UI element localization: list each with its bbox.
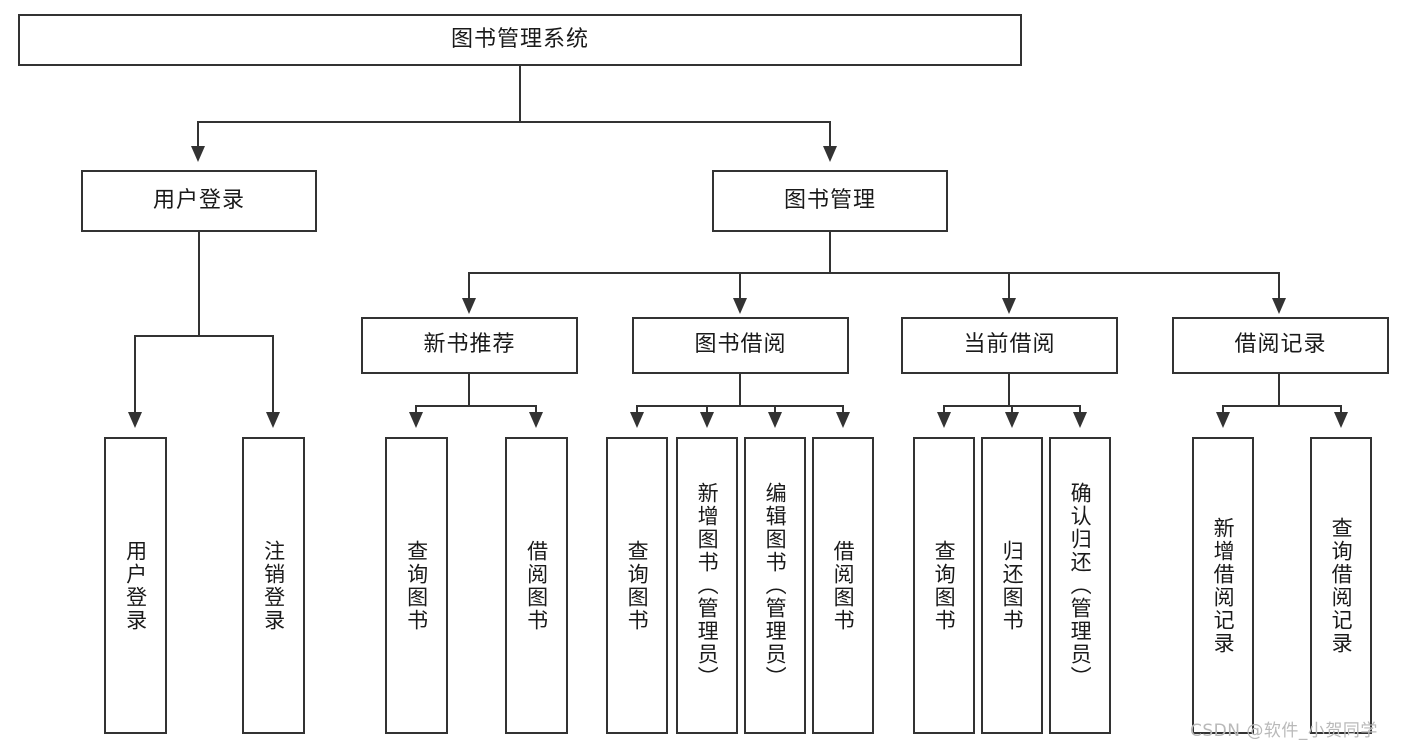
edge-cb-drop-3 [1079,405,1081,413]
arrow-to-leaf-query-book-1 [409,412,423,428]
node-book-management-system[interactable]: 图书管理系统 [18,14,1022,66]
node-label: 查询图书 [932,539,957,632]
arrow-to-user-login [191,146,205,162]
arrow-to-leaf-add-book [700,412,714,428]
edge-cb-stem [1008,374,1010,406]
arrow-to-leaf-return-book [1005,412,1019,428]
node-leaf-query-book-2[interactable]: 查询图书 [606,437,668,734]
node-label: 归还图书 [1000,539,1025,632]
node-current-borrow[interactable]: 当前借阅 [901,317,1118,374]
node-label: 借阅图书 [524,539,549,632]
node-leaf-borrow-book-1[interactable]: 借阅图书 [505,437,568,734]
edge-bb-drop-1 [636,405,638,413]
arrow-to-leaf-borrow-book-2 [836,412,850,428]
arrow-to-leaf-user-login [128,412,142,428]
node-leaf-user-login[interactable]: 用户登录 [104,437,167,734]
arrow-to-current-borrow [1002,298,1016,314]
arrow-to-leaf-query-record [1334,412,1348,428]
edge-root-stem [519,66,521,122]
edge-nbr-drop-2 [535,405,537,413]
edge-book-manage-drop-3 [1008,272,1010,299]
node-leaf-query-record[interactable]: 查询借阅记录 [1310,437,1372,734]
edge-book-manage-stem [829,232,831,273]
node-leaf-add-record[interactable]: 新增借阅记录 [1192,437,1254,734]
edge-bb-bus [636,405,844,407]
node-user-login[interactable]: 用户登录 [81,170,317,232]
edge-book-manage-drop-4 [1278,272,1280,299]
node-leaf-edit-book[interactable]: 编辑图书（管理员） [744,437,806,734]
edge-bb-stem [739,374,741,406]
edge-book-manage-bus [468,272,1278,274]
arrow-to-leaf-borrow-book-1 [529,412,543,428]
node-borrow-record[interactable]: 借阅记录 [1172,317,1389,374]
arrow-to-leaf-logout-login [266,412,280,428]
edge-nbr-drop-1 [415,405,417,413]
node-label: 当前借阅 [963,332,1056,358]
edge-cb-drop-2 [1011,405,1013,413]
arrow-to-new-book-recommend [462,298,476,314]
edge-root-drop-left [197,121,199,147]
edge-br-drop-2 [1340,405,1342,413]
edge-user-login-drop-2 [272,335,274,413]
node-leaf-query-book-3[interactable]: 查询图书 [913,437,975,734]
node-label: 新增借阅记录 [1211,516,1236,655]
node-book-manage[interactable]: 图书管理 [712,170,948,232]
node-label: 查询图书 [625,539,650,632]
node-leaf-borrow-book-2[interactable]: 借阅图书 [812,437,874,734]
arrow-to-leaf-query-book-3 [937,412,951,428]
node-new-book-recommend[interactable]: 新书推荐 [361,317,578,374]
edge-book-manage-drop-2 [739,272,741,299]
edge-nbr-bus [415,405,537,407]
edge-bb-drop-3 [774,405,776,413]
arrow-to-leaf-edit-book [768,412,782,428]
edge-br-bus [1222,405,1342,407]
edge-user-login-bus [134,335,274,337]
node-leaf-logout-login[interactable]: 注销登录 [242,437,305,734]
edge-bb-drop-4 [842,405,844,413]
node-label: 图书管理 [783,187,876,213]
node-label: 注销登录 [261,539,286,632]
node-label: 编辑图书（管理员） [763,482,788,689]
node-label: 查询借阅记录 [1329,516,1354,655]
node-label: 借阅记录 [1234,332,1327,358]
node-label: 图书借阅 [694,332,787,358]
node-label: 新书推荐 [423,332,516,358]
node-leaf-add-book[interactable]: 新增图书（管理员） [676,437,738,734]
edge-root-drop-right [829,121,831,147]
node-label: 用户登录 [152,187,245,213]
arrow-to-leaf-query-book-2 [630,412,644,428]
edge-br-stem [1278,374,1280,406]
arrow-to-book-manage [823,146,837,162]
arrow-to-leaf-confirm-return [1073,412,1087,428]
arrow-to-leaf-add-record [1216,412,1230,428]
node-book-borrow[interactable]: 图书借阅 [632,317,849,374]
node-label: 新增图书（管理员） [695,482,720,689]
node-leaf-query-book-1[interactable]: 查询图书 [385,437,448,734]
edge-book-manage-drop-1 [468,272,470,299]
node-label: 查询图书 [404,539,429,632]
node-leaf-return-book[interactable]: 归还图书 [981,437,1043,734]
edge-root-bus [197,121,831,123]
edge-user-login-stem [198,232,200,336]
node-label: 确认归还（管理员） [1068,482,1093,689]
edge-cb-drop-1 [943,405,945,413]
node-label: 借阅图书 [831,539,856,632]
node-leaf-confirm-return[interactable]: 确认归还（管理员） [1049,437,1111,734]
csdn-watermark: CSDN @软件_小贺同学 [1190,721,1378,741]
node-label: 用户登录 [123,539,148,632]
node-label: 图书管理系统 [450,26,589,52]
arrow-to-borrow-record [1272,298,1286,314]
edge-bb-drop-2 [706,405,708,413]
edge-user-login-drop-1 [134,335,136,413]
arrow-to-book-borrow [733,298,747,314]
edge-br-drop-1 [1222,405,1224,413]
edge-nbr-stem [468,374,470,406]
